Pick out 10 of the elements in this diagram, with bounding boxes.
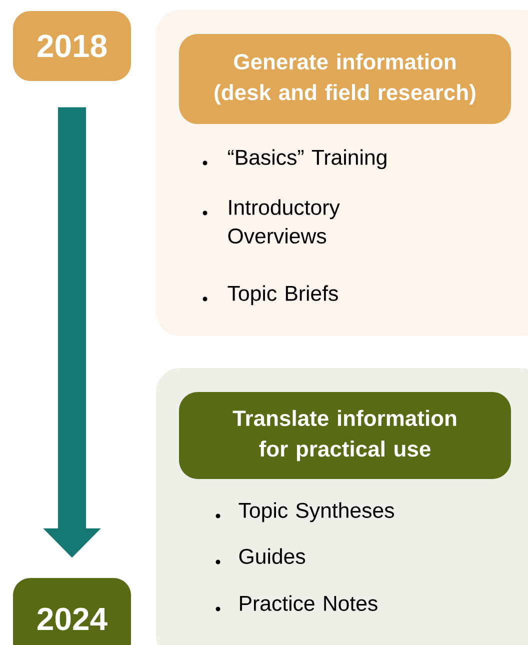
- bullet-item: Topic Syntheses: [238, 502, 394, 522]
- heading-box: Generate information (desk and field research): [179, 34, 511, 124]
- bullet-item: “Basics” Training: [228, 149, 386, 170]
- year-badge: 2018: [13, 11, 131, 81]
- heading-box: Translate information for practical use: [179, 392, 511, 479]
- year-badge: 2024: [13, 578, 131, 645]
- bullet-item: Topic Briefs: [228, 285, 338, 306]
- bullet-item: Introductory Overviews: [228, 199, 340, 244]
- bullet-item: Practice Notes: [240, 595, 378, 611]
- bullet-item: Guides: [239, 548, 306, 564]
